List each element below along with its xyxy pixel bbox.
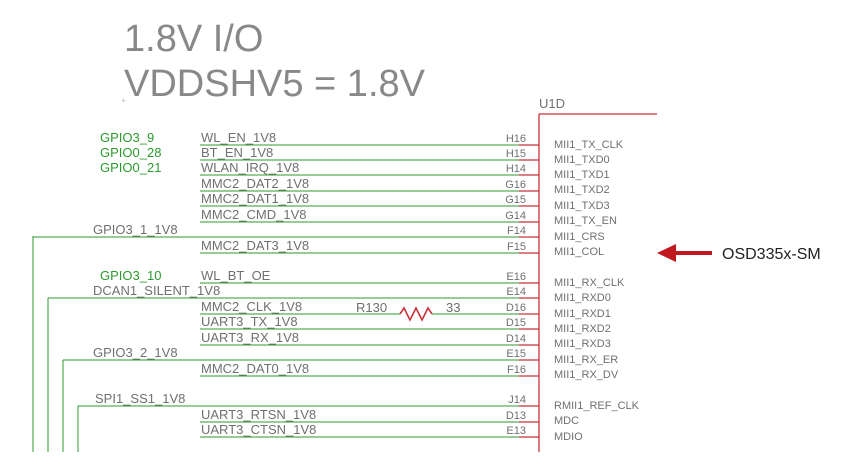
net-label: MMC2_DAT1_1V8 bbox=[201, 191, 309, 206]
pin-number: G15 bbox=[505, 194, 526, 206]
signal-label: RMII1_REF_CLK bbox=[554, 400, 640, 412]
port-label: GPIO3_10 bbox=[100, 268, 161, 283]
pin-number: F14 bbox=[507, 225, 526, 237]
signal-label: MII1_COL bbox=[554, 246, 604, 258]
signal-label: MII1_TXD2 bbox=[554, 184, 610, 196]
pin-number: H15 bbox=[506, 148, 526, 160]
title-line-1: 1.8V I/O bbox=[124, 18, 263, 60]
signal-label: MII1_CRS bbox=[554, 231, 605, 243]
pin-number: G16 bbox=[505, 179, 526, 191]
pin-number: D14 bbox=[506, 333, 526, 345]
net-label: WL_EN_1V8 bbox=[201, 130, 276, 145]
pin-number: J14 bbox=[508, 394, 526, 406]
net-label: MMC2_CMD_1V8 bbox=[201, 207, 306, 222]
pin-number: D15 bbox=[506, 317, 526, 329]
net-label: SPI1_SS1_1V8 bbox=[95, 391, 185, 406]
signal-label: MII1_TX_CLK bbox=[554, 139, 624, 151]
pin-number: F15 bbox=[507, 241, 526, 253]
signal-label: MII1_RXD3 bbox=[554, 338, 611, 350]
pin-number: D13 bbox=[506, 410, 526, 422]
net-label: WL_BT_OE bbox=[201, 268, 271, 283]
net-label: UART3_RTSN_1V8 bbox=[201, 407, 316, 422]
signal-label: MII1_RXD1 bbox=[554, 308, 611, 320]
net-label: DCAN1_SILENT_1V8 bbox=[93, 283, 220, 298]
net-label: UART3_RX_1V8 bbox=[201, 330, 299, 345]
port-label: GPIO0_28 bbox=[100, 145, 161, 160]
signal-label: MII1_TXD1 bbox=[554, 169, 610, 181]
pin-number: E15 bbox=[506, 348, 526, 360]
signal-label: MII1_RX_CLK bbox=[554, 277, 625, 289]
port-label: GPIO0_21 bbox=[100, 160, 161, 175]
resistor-value: 33 bbox=[446, 300, 460, 315]
signal-label: MDC bbox=[554, 415, 579, 427]
pin-number: E16 bbox=[506, 271, 526, 283]
pin-number: E13 bbox=[506, 425, 526, 437]
signal-label: MII1_RXD2 bbox=[554, 323, 611, 335]
callout-arrow-head bbox=[657, 244, 676, 262]
net-label: GPIO3_1_1V8 bbox=[93, 222, 178, 237]
net-label: MMC2_DAT2_1V8 bbox=[201, 176, 309, 191]
net-label: GPIO3_2_1V8 bbox=[93, 345, 178, 360]
pin-number: G14 bbox=[505, 210, 526, 222]
signal-label: MII1_RX_DV bbox=[554, 369, 619, 381]
signal-label: MII1_RXD0 bbox=[554, 292, 611, 304]
pin-number: D16 bbox=[506, 302, 526, 314]
net-label: WLAN_IRQ_1V8 bbox=[201, 160, 299, 175]
net-label: MMC2_DAT0_1V8 bbox=[201, 361, 309, 376]
signal-label: MDIO bbox=[554, 431, 583, 443]
pin-number: H16 bbox=[506, 133, 526, 145]
signal-label: MII1_TXD0 bbox=[554, 154, 610, 166]
pin-number: F16 bbox=[507, 364, 526, 376]
callout-label: OSD335x-SM bbox=[722, 246, 821, 263]
resistor-ref: R130 bbox=[356, 300, 387, 315]
net-label: UART3_CTSN_1V8 bbox=[201, 422, 316, 437]
signal-label: MII1_TXD3 bbox=[554, 200, 610, 212]
origin-marker: + bbox=[121, 96, 126, 105]
net-label: MMC2_CLK_1V8 bbox=[201, 299, 302, 314]
signal-label: MII1_TX_EN bbox=[554, 215, 617, 227]
net-label: MMC2_DAT3_1V8 bbox=[201, 238, 309, 253]
resistor-r130 bbox=[399, 306, 433, 322]
part-ref: U1D bbox=[539, 96, 565, 111]
pin-number: E14 bbox=[506, 286, 526, 298]
net-label: UART3_TX_1V8 bbox=[201, 314, 298, 329]
signal-label: MII1_RX_ER bbox=[554, 354, 618, 366]
net-label: BT_EN_1V8 bbox=[201, 145, 273, 160]
pin-number: H14 bbox=[506, 163, 526, 175]
port-label: GPIO3_9 bbox=[100, 130, 154, 145]
title-line-2: VDDSHV5 = 1.8V bbox=[124, 63, 426, 105]
